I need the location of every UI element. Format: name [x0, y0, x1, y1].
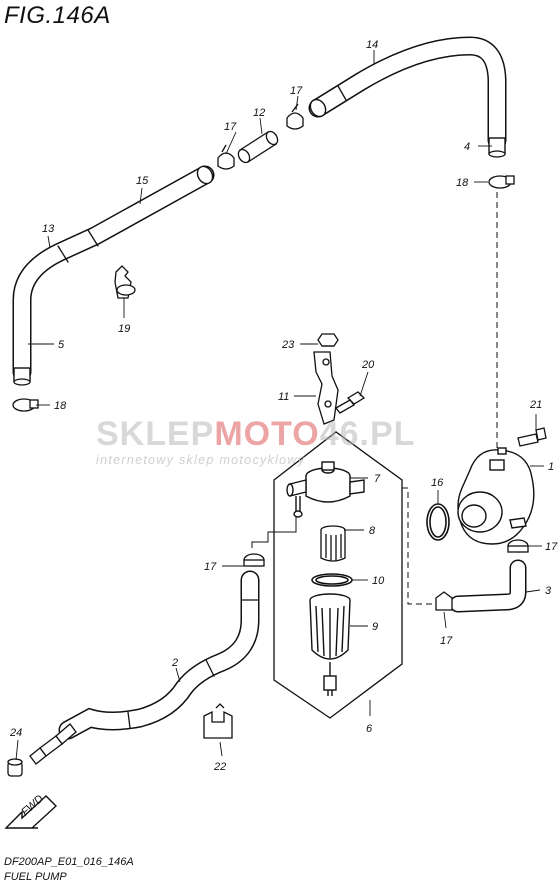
- clip-17-top-right[interactable]: [286, 103, 304, 130]
- hose-end-5[interactable]: [13, 367, 31, 386]
- callout-3: 3: [545, 585, 552, 597]
- filter-cup-9[interactable]: [309, 593, 351, 696]
- callout-17-top-right: 17: [290, 85, 303, 97]
- hose-15[interactable]: [12, 165, 215, 382]
- callout-14: 14: [366, 39, 378, 51]
- joint-12[interactable]: [236, 129, 280, 164]
- bracket-11[interactable]: [313, 351, 339, 425]
- callout-7: 7: [374, 473, 381, 485]
- bolt-20[interactable]: [335, 391, 366, 414]
- watermark-brand-part1: SKLEP: [96, 415, 215, 453]
- callout-20: 20: [361, 359, 375, 371]
- bolt-21[interactable]: [517, 427, 547, 447]
- figure-code: DF200AP_E01_016_146A: [4, 856, 134, 868]
- figure-name: FUEL PUMP: [4, 871, 67, 883]
- watermark-tagline: internetowy sklep motocyklowy: [96, 453, 306, 467]
- filter-element-8[interactable]: [320, 525, 346, 562]
- leader-lines: [15, 50, 544, 761]
- clip-18-left[interactable]: [12, 398, 39, 412]
- hose-end-14-fitting[interactable]: [307, 97, 328, 120]
- clip-18-right[interactable]: [488, 175, 515, 189]
- clamp-22[interactable]: [203, 703, 233, 739]
- watermark-brand: SKLEPMOTO46.PL: [96, 415, 415, 454]
- callout-2: 2: [171, 657, 178, 669]
- fuel-pump-1[interactable]: [457, 447, 535, 545]
- clip-17-hose-3[interactable]: [435, 591, 453, 611]
- callout-16: 16: [431, 477, 444, 489]
- filter-assembly-6-outline: [273, 431, 403, 719]
- callout-18-left: 18: [54, 400, 67, 412]
- callout-17-top-left: 17: [224, 121, 237, 133]
- cap-24[interactable]: [7, 758, 23, 777]
- figure-title: FIG.146A: [4, 2, 111, 29]
- callout-24: 24: [9, 727, 22, 739]
- hose-3[interactable]: [449, 559, 527, 613]
- callout-17-pump: 17: [545, 541, 558, 553]
- callout-17-left-mid: 17: [204, 561, 217, 573]
- callout-22: 22: [213, 761, 226, 773]
- clip-17-pump[interactable]: [507, 539, 529, 553]
- hose-14[interactable]: [308, 36, 507, 150]
- nut-23[interactable]: [317, 333, 339, 347]
- callout-18-top: 18: [456, 177, 469, 189]
- clip-17-left-mid[interactable]: [243, 553, 265, 567]
- callout-9: 9: [372, 621, 378, 633]
- clip-19[interactable]: [114, 265, 136, 299]
- o-ring-16[interactable]: [426, 503, 450, 541]
- connector-24[interactable]: [29, 723, 77, 765]
- callout-4: 4: [464, 141, 470, 153]
- callout-13: 13: [42, 223, 55, 235]
- callout-17-hose-3: 17: [440, 635, 453, 647]
- hose-end-15[interactable]: [194, 164, 215, 187]
- callout-11: 11: [278, 391, 289, 403]
- callout-19: 19: [118, 323, 130, 335]
- filter-head-7[interactable]: [286, 461, 365, 518]
- callout-5: 5: [58, 339, 65, 351]
- callout-12: 12: [253, 107, 265, 119]
- callout-numbers: 14 17 12 17 4 18 15 13 19 5 18 23 20 11 …: [9, 39, 558, 773]
- callout-8: 8: [369, 525, 376, 537]
- hose-end-4[interactable]: [488, 137, 506, 158]
- callout-15: 15: [136, 175, 149, 187]
- hose-2[interactable]: [58, 570, 260, 740]
- callout-23: 23: [281, 339, 295, 351]
- leader-17-to-filter: [251, 516, 297, 548]
- fwd-arrow: FWD: [4, 793, 58, 829]
- callout-6: 6: [366, 723, 373, 735]
- callout-21: 21: [529, 399, 542, 411]
- watermark-brand-part2: MOTO: [214, 415, 320, 453]
- o-ring-10[interactable]: [311, 573, 353, 587]
- dashed-route-7-to-3: [402, 487, 436, 605]
- callout-1: 1: [548, 461, 554, 473]
- watermark-brand-part3: 46.PL: [319, 415, 416, 453]
- clip-17-top-left[interactable]: [217, 144, 235, 170]
- callout-10: 10: [372, 575, 385, 587]
